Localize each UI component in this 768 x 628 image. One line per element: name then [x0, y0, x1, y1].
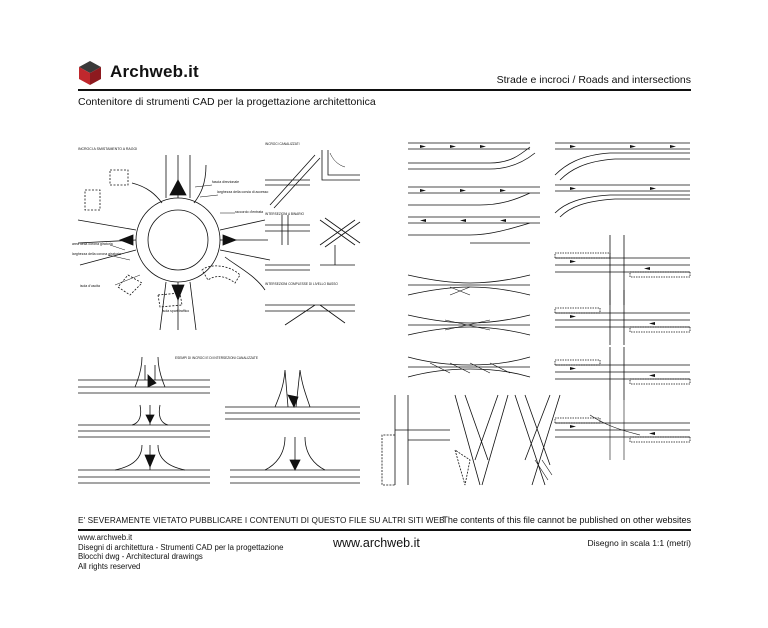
- footer-rule: [78, 529, 691, 531]
- svg-text:INCROCI A SMISTAMENTO A RAGGI: INCROCI A SMISTAMENTO A RAGGI: [78, 147, 137, 151]
- header-rule: [78, 89, 691, 91]
- skewed-crossings: [381, 394, 561, 486]
- svg-text:area della corona giratoria: area della corona giratoria: [72, 242, 113, 246]
- page-subtitle: Contenitore di strumenti CAD per la prog…: [78, 96, 376, 108]
- footer-info-line[interactable]: www.archweb.it: [78, 533, 133, 542]
- svg-text:ESEMPI DI INCROCI E DI INTERSE: ESEMPI DI INCROCI E DI INTERSEZIONI CANA…: [175, 356, 258, 360]
- direction-arrows: [420, 145, 676, 435]
- brand-name: Archweb.it: [110, 62, 199, 81]
- svg-text:INTERSEZIONI A BINARIO: INTERSEZIONI A BINARIO: [265, 212, 304, 216]
- svg-text:isola d'uscita: isola d'uscita: [80, 284, 100, 288]
- svg-text:INCROCI CANALIZZATI: INCROCI CANALIZZATI: [265, 142, 300, 146]
- roundabout-plan: [77, 155, 271, 331]
- intersections-drawing: INCROCI A SMISTAMENTO A RAGGI fascia dir…: [72, 142, 691, 486]
- page-title: Strade e incroci / Roads and intersectio…: [496, 74, 691, 86]
- footer-info: www.archweb.it Disegni di architettura -…: [78, 533, 283, 571]
- acceleration-lanes: [554, 142, 691, 460]
- svg-text:isola spartitraffico: isola spartitraffico: [162, 309, 189, 313]
- cad-drawing-sheet: INCROCI A SMISTAMENTO A RAGGI fascia dir…: [70, 125, 700, 495]
- merging-lanes: [407, 142, 540, 378]
- svg-text:raccordo d'entrata: raccordo d'entrata: [235, 210, 263, 214]
- svg-text:INTERSEZIONI COMPLESSE DI LIVE: INTERSEZIONI COMPLESSE DI LIVELLO BASSO: [265, 282, 338, 286]
- svg-text:larghezza della corona girator: larghezza della corona giratoria: [72, 252, 121, 256]
- cube-logo-icon: [79, 61, 101, 85]
- svg-text:larghezza della corsia di acce: larghezza della corsia di accesso: [217, 190, 268, 194]
- copyright-warning-it: E' SEVERAMENTE VIETATO PUBBLICARE I CONT…: [78, 516, 445, 525]
- footer-info-line: Blocchi dwg - Architectural drawings: [78, 552, 203, 561]
- scale-note: Disegno in scala 1:1 (metri): [587, 538, 691, 548]
- copyright-warning-en: The contents of this file cannot be publ…: [442, 515, 691, 525]
- footer-info-line: Disegni di architettura - Strumenti CAD …: [78, 542, 284, 552]
- footer-info-line: All rights reserved: [78, 561, 141, 571]
- svg-text:fascia direzionale: fascia direzionale: [212, 180, 239, 184]
- channelized-intersections: [265, 150, 361, 326]
- site-url-link[interactable]: www.archweb.it: [333, 536, 420, 550]
- brand-logo[interactable]: Archweb.it: [78, 60, 218, 86]
- t-junction-examples: [78, 356, 360, 484]
